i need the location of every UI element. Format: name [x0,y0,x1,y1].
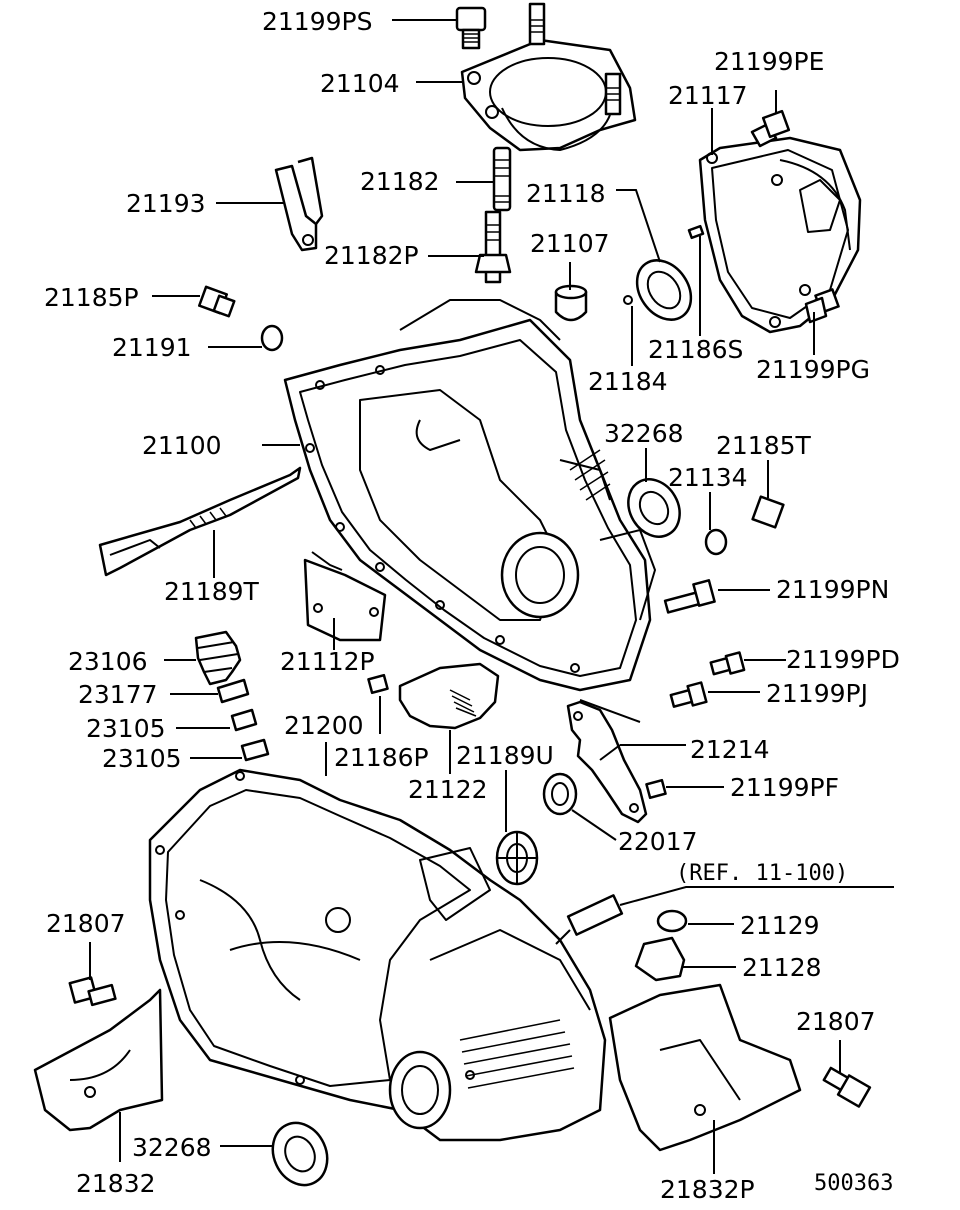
label-21182: 21182 [360,167,440,196]
label-21832: 21832 [76,1169,156,1198]
bolt-21807-left [68,976,117,1007]
bracket-21193 [274,156,324,252]
label-21186S: 21186S [648,335,743,364]
boot-23106 [194,630,242,686]
label-21199PS: 21199PS [262,7,372,36]
bracket-21214 [566,700,648,824]
label-21200: 21200 [284,711,364,740]
bolt-21199PF [645,778,667,800]
label-21185T: 21185T [716,431,812,460]
bolt-21199PS [455,6,487,50]
label-21104: 21104 [320,69,400,98]
label-21186P: 21186P [334,743,429,772]
label-22017: 22017 [618,827,698,856]
bolt-21199PD [709,651,746,676]
label-21191: 21191 [112,333,192,362]
oil-seal-21118 [635,259,693,321]
pin-21184 [623,295,633,305]
clutch-housing-21200 [148,768,607,1142]
oil-seal-22017 [542,772,578,816]
label-23177: 23177 [78,680,158,709]
label-23105-upper: 23105 [86,714,166,743]
baffle-plate-21112P [303,551,387,642]
label-21807-left: 21807 [46,909,126,938]
plug-21185P [197,285,236,318]
reference-note: (REF. 11-100) [676,861,848,886]
label-23105-lower: 23105 [102,744,182,773]
label-21185P: 21185P [44,283,139,312]
stud-21182P [474,210,512,284]
bracket-21832 [33,988,164,1132]
leader-lines [89,19,894,1174]
label-21112P: 21112P [280,647,375,676]
label-21807-right: 21807 [796,1007,876,1036]
label-21214: 21214 [690,735,770,764]
bolt-21199PJ [669,681,708,708]
bolt-21199PG [804,288,840,324]
label-21182P: 21182P [324,241,419,270]
label-21199PE: 21199PE [714,47,824,76]
oil-seal-32268-upper [627,478,681,538]
label-21100: 21100 [142,431,222,460]
label-32268-lower: 32268 [132,1133,212,1162]
pin-21186S [687,224,705,240]
bushing-23177 [216,678,250,704]
label-21122: 21122 [408,775,488,804]
oil-guide-21189T [98,466,302,577]
label-21134: 21134 [668,463,748,492]
label-23106: 23106 [68,647,148,676]
bracket-21832P [608,983,802,1152]
label-21199PJ: 21199PJ [766,679,868,708]
label-32268-upper: 32268 [604,419,684,448]
bolt-21807-right [822,1066,872,1108]
diagram-id: 500363 [814,1171,893,1196]
stud-21182 [492,146,512,212]
label-21189U: 21189U [456,741,554,770]
bushing-23105-lower [240,738,270,762]
label-21128: 21128 [742,953,822,982]
gasket-21134 [704,528,728,556]
part-labels: 21199PS 21104 21199PE 21117 21182 21118 … [44,7,900,1204]
label-21189T: 21189T [164,577,260,606]
plug-21129 [656,909,688,933]
label-21117: 21117 [668,81,748,110]
transaxle-case-21100 [283,299,656,692]
oil-seal-32268-lower [271,1121,329,1187]
label-21193: 21193 [126,189,206,218]
bracket-21128 [634,936,686,982]
bushing-23105-upper [230,708,258,732]
oil-guide-21122 [398,662,500,730]
label-21129: 21129 [740,911,820,940]
label-21832P: 21832P [660,1175,755,1204]
label-21199PN: 21199PN [776,575,889,604]
bolt-21199PN [663,579,716,614]
label-21184: 21184 [588,367,668,396]
magnet-21189U [495,830,539,886]
label-21199PF: 21199PF [730,773,839,802]
plug-21107 [554,284,588,322]
ref-part-11-100 [555,894,624,945]
bearing-retainer-plate-21104 [460,2,637,152]
gasket-21191 [260,324,284,352]
plug-21185T [751,495,785,529]
label-21118: 21118 [526,179,606,208]
label-21199PG: 21199PG [756,355,870,384]
label-21199PD: 21199PD [786,645,900,674]
label-21107: 21107 [530,229,610,258]
pin-21186P [367,673,389,695]
bolt-21199PE [750,109,791,148]
